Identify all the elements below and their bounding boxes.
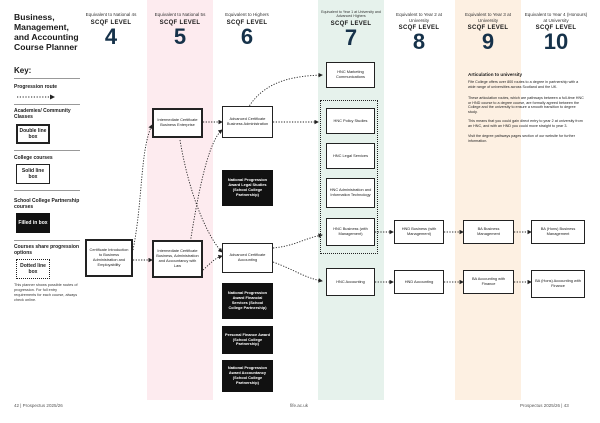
column-level-label: SCQF LEVEL [159,19,201,26]
column-level-number: 4 [104,23,118,49]
column-level-label: SCQF LEVEL [226,19,268,26]
node-cert-intro-business-admin: Certificate Introduction to Business Adm… [85,239,133,277]
column-header-9: Equivalent to Year 3 at University SCQF … [457,12,519,53]
node-hnc-admin-it: HNC Administration and Information Techn… [326,178,375,208]
column-equivalent: Equivalent to Year 1 at University and A… [321,10,381,19]
key-dotted-line-box: Dotted line box [16,259,50,279]
articulation-title: Articulation to university [468,72,523,77]
column-level-label: SCQF LEVEL [330,20,372,27]
arrow-adv-acc-to-hnc-accounting [272,261,323,283]
articulation-paragraph-1: Fife College offers over 800 routes to a… [468,80,579,89]
column-header-6: Equivalent to Highers SCQF LEVEL 6 [216,12,278,48]
column-band-5 [147,0,213,400]
column-header-8: Equivalent to Year 2 at University SCQF … [388,12,450,53]
column-band-9 [455,0,521,400]
column-level-label: SCQF LEVEL [467,25,509,31]
node-npa-accountancy: National Progression Award Accountancy (… [222,360,273,392]
key-title: Key: [14,66,32,75]
node-hnc-policy-studies: HNC Policy Studies [326,108,375,134]
footer-center: fife.ac.uk [290,403,309,408]
key-divider [14,104,80,105]
column-level-label: SCQF LEVEL [90,19,132,26]
key-note: This planner shows possible routes of pr… [14,283,78,302]
key-filled-box: Filled in box [16,213,50,233]
hnc-shared-progression-frame [320,100,378,254]
column-level-number: 10 [543,29,569,54]
arrow-adv-admin-to-marketing [247,72,323,109]
articulation-paragraph-4: Visit the degree pathways pages section … [468,134,575,143]
node-npa-financial-services: National Progression Award Financial Ser… [222,283,273,319]
key-shared-label: Courses share progression options [14,244,80,256]
node-hnc-marketing: HNC Marketing Communications [326,62,375,88]
column-header-7: Equivalent to Year 1 at University and A… [320,10,382,49]
column-equivalent: Equivalent to Year 3 at University [465,12,511,23]
node-ba-accounting-finance: BA Accounting with Finance [463,270,514,294]
column-level-number: 5 [173,23,187,49]
node-ba-business-management: BA Business Management [463,220,514,244]
node-hnd-accounting: HND Accounting [394,270,444,294]
node-adv-cert-business-admin: Advanced Certificate Business Administra… [222,106,273,138]
column-level-number: 7 [344,24,358,50]
key-solid-line-box: Solid line box [16,164,50,184]
column-equivalent: Equivalent to Year 4 (Honours) at Univer… [524,12,588,23]
articulation-paragraph-2: These articulation routes, which are pat… [468,96,584,114]
node-ba-hons-accounting-finance: BA (Hons) Accounting with Finance [531,270,585,298]
arrow-adv-acc-to-hnc-business [272,233,323,249]
column-level-number: 8 [412,29,426,54]
node-hnd-business: HND Business (with Management) [394,220,444,244]
column-level-label: SCQF LEVEL [398,25,440,31]
footer-left: 42 | Prospectus 2025/26 [14,403,63,408]
column-level-label: SCQF LEVEL [535,25,577,31]
articulation-paragraph-3: This means that you could gain direct en… [468,119,583,128]
key-divider [14,78,80,79]
key-academies-label: Academies/ Community Classes [14,108,71,120]
column-equivalent: Equivalent to National 5s [154,12,206,17]
column-level-number: 6 [240,23,254,49]
node-hnc-accounting: HNC Accounting [326,268,375,296]
node-int-cert-business-enterprise: Intermediate Certificate Business Enterp… [152,108,203,138]
footer-right: Prospectus 2025/26 | 43 [520,403,569,408]
node-personal-finance-award: Personal Finance Award (School College P… [222,326,273,354]
node-hnc-legal-services: HNC Legal Services [326,143,375,169]
key-progression-arrow-icon [17,94,55,100]
node-adv-cert-accounting: Advanced Certificate Accounting [222,243,273,273]
node-int-cert-business-admin-law: Intermediate Certificate Business, Admin… [152,240,203,278]
node-npa-legal-studies: National Progression Award Legal Studies… [222,170,273,206]
key-divider [14,150,80,151]
column-header-10: Equivalent to Year 4 (Honours) at Univer… [524,12,588,53]
column-equivalent: Equivalent to Highers [225,12,269,17]
key-partnership-label: School College Partnership courses [14,198,80,210]
column-header-5: Equivalent to National 5s SCQF LEVEL 5 [149,12,211,48]
key-double-line-box: Double line box [16,124,50,144]
column-level-number: 9 [481,29,495,54]
page-title: Business, Management, and Accounting Cou… [14,12,79,52]
key-divider [14,240,80,241]
key-progression-label: Progression route [14,84,58,90]
column-equivalent: Equivalent to National 4s [85,12,137,17]
node-ba-hons-business-management: BA (Hons) Business Management [531,220,585,244]
column-equivalent: Equivalent to Year 2 at University [396,12,442,23]
key-divider [14,190,80,191]
node-hnc-business: HNC Business (with Management) [326,218,375,246]
key-college-label: College courses [14,155,53,161]
column-header-4: Equivalent to National 4s SCQF LEVEL 4 [80,12,142,48]
